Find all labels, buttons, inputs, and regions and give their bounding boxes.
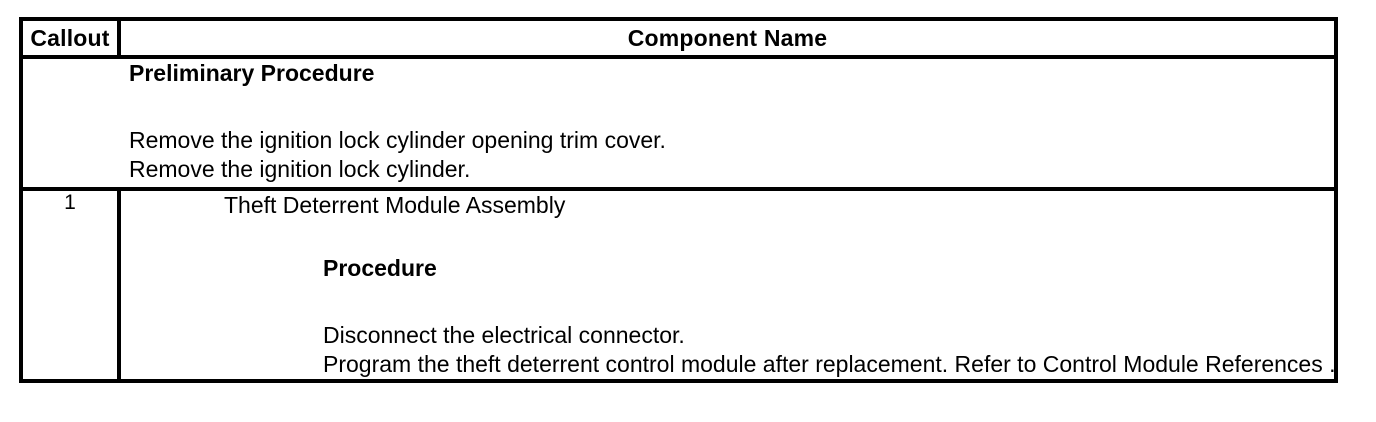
- spacer: [121, 283, 1334, 321]
- spacer: [121, 220, 1334, 254]
- procedure-step-line-2: Program the theft deterrent control modu…: [323, 351, 1336, 377]
- preliminary-procedure-heading: Preliminary Procedure: [129, 60, 375, 86]
- column-header-component-name: Component Name: [117, 17, 1338, 59]
- spacer: [23, 88, 1334, 126]
- table-row: Preliminary Procedure Remove the ignitio…: [19, 55, 1338, 191]
- table-row: 1 Theft Deterrent Module Assembly Proced…: [19, 187, 1338, 383]
- procedure-heading: Procedure: [323, 255, 437, 281]
- preliminary-step-line-2: Remove the ignition lock cylinder.: [129, 156, 471, 182]
- table-header: Callout Component Name: [19, 17, 1338, 59]
- table-header-row: Callout Component Name: [19, 17, 1338, 59]
- component-title: Theft Deterrent Module Assembly: [224, 192, 566, 218]
- preliminary-procedure-cell: Preliminary Procedure Remove the ignitio…: [19, 55, 1338, 191]
- procedure-step-line-1: Disconnect the electrical connector.: [323, 322, 685, 348]
- table-body: Preliminary Procedure Remove the ignitio…: [19, 55, 1338, 383]
- component-table: Callout Component Name Preliminary Proce…: [19, 17, 1338, 383]
- component-detail-cell: Theft Deterrent Module Assembly Procedur…: [117, 187, 1338, 383]
- column-header-callout: Callout: [19, 17, 121, 59]
- preliminary-step-line-1: Remove the ignition lock cylinder openin…: [129, 127, 666, 153]
- callout-number-1: 1: [19, 187, 121, 383]
